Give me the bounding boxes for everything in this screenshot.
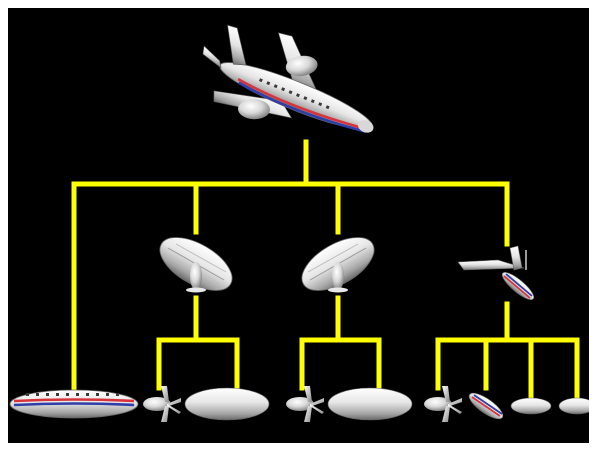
fuselage-icon bbox=[9, 389, 139, 419]
stabilizer-icon bbox=[558, 397, 589, 415]
right-wing-icon bbox=[301, 237, 375, 293]
propeller-icon bbox=[143, 386, 181, 422]
left-wing-icon bbox=[159, 237, 233, 293]
airplane-icon bbox=[202, 24, 374, 133]
tail-assembly-icon bbox=[457, 245, 535, 300]
tail-fin-icon bbox=[468, 392, 504, 420]
stabilizer-icon bbox=[510, 397, 552, 415]
propeller-icon bbox=[424, 386, 462, 422]
assembly-tree bbox=[9, 24, 589, 422]
assembly-diagram-canvas bbox=[8, 8, 589, 443]
connector-lines bbox=[71, 139, 580, 403]
engine-nacelle-icon bbox=[327, 387, 413, 421]
propeller-icon bbox=[286, 386, 324, 422]
engine-nacelle-icon bbox=[184, 387, 270, 421]
